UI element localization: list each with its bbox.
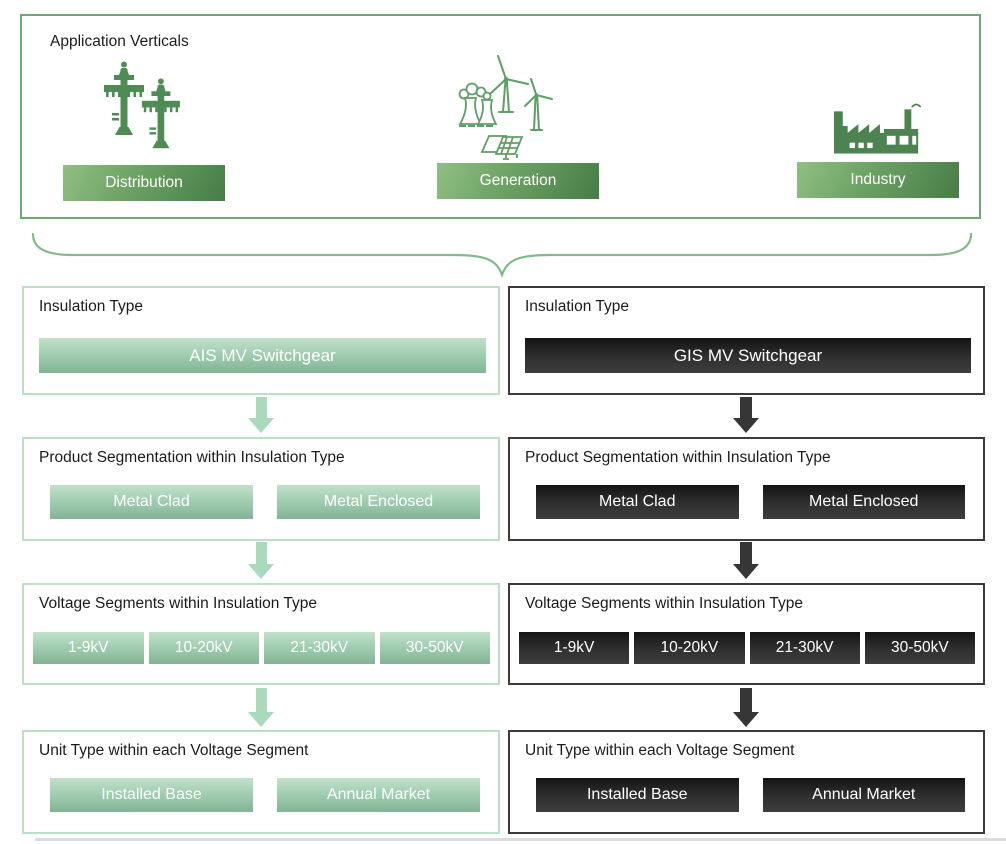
down-arrow-icon <box>733 397 759 433</box>
power-generation-icon <box>458 55 553 160</box>
gis-insulation-box: Insulation Type GIS MV Switchgear <box>508 286 985 395</box>
down-arrow-icon <box>733 542 759 579</box>
ais-voltage-1-9kv-button[interactable]: 1-9kV <box>33 632 144 664</box>
gis-product-segmentation-box: Product Segmentation within Insulation T… <box>508 437 985 541</box>
ais-product-segmentation-box: Product Segmentation within Insulation T… <box>22 437 500 541</box>
ais-unit-label: Unit Type within each Voltage Segment <box>39 742 309 759</box>
gis-voltage-21-30kv-button[interactable]: 21-30kV <box>749 632 860 664</box>
gis-installed-base-button[interactable]: Installed Base <box>536 778 739 812</box>
ais-installed-base-button[interactable]: Installed Base <box>50 778 253 812</box>
down-arrow-icon <box>248 688 274 727</box>
application-verticals-panel: Application Verticals <box>20 14 981 219</box>
ais-annual-market-button[interactable]: Annual Market <box>277 778 480 812</box>
brace-connector-icon <box>31 233 973 277</box>
down-arrow-icon <box>248 542 274 579</box>
ais-unit-type-box: Unit Type within each Voltage Segment In… <box>22 730 500 834</box>
ais-voltage-10-20kv-button[interactable]: 10-20kV <box>148 632 259 664</box>
down-arrow-icon <box>733 688 759 727</box>
gis-metal-enclosed-button[interactable]: Metal Enclosed <box>762 485 965 519</box>
gis-annual-market-button[interactable]: Annual Market <box>762 778 965 812</box>
ais-switchgear-bar[interactable]: AIS MV Switchgear <box>39 338 486 373</box>
panel-title: Application Verticals <box>50 33 189 50</box>
ais-voltage-30-50kv-button[interactable]: 30-50kV <box>379 632 490 664</box>
factory-icon <box>833 103 922 154</box>
bottom-divider <box>35 838 1006 841</box>
ais-voltage-21-30kv-button[interactable]: 21-30kV <box>264 632 375 664</box>
gis-insulation-label: Insulation Type <box>525 298 629 315</box>
ais-metal-clad-button[interactable]: Metal Clad <box>50 485 253 519</box>
gis-voltage-10-20kv-button[interactable]: 10-20kV <box>634 632 745 664</box>
ais-insulation-box: Insulation Type AIS MV Switchgear <box>22 286 500 395</box>
distribution-button[interactable]: Distribution <box>63 165 225 201</box>
generation-button[interactable]: Generation <box>437 163 599 199</box>
gis-voltage-segments-box: Voltage Segments within Insulation Type … <box>508 583 985 685</box>
utility-poles-icon <box>104 61 180 149</box>
gis-voltage-1-9kv-button[interactable]: 1-9kV <box>519 632 630 664</box>
down-arrow-icon <box>248 397 274 433</box>
ais-metal-enclosed-button[interactable]: Metal Enclosed <box>277 485 480 519</box>
gis-metal-clad-button[interactable]: Metal Clad <box>536 485 739 519</box>
ais-insulation-label: Insulation Type <box>39 298 143 315</box>
gis-voltage-label: Voltage Segments within Insulation Type <box>525 595 804 612</box>
ais-voltage-segments-box: Voltage Segments within Insulation Type … <box>22 583 500 685</box>
gis-product-label: Product Segmentation within Insulation T… <box>525 449 831 466</box>
industry-button[interactable]: Industry <box>797 162 959 198</box>
gis-unit-label: Unit Type within each Voltage Segment <box>525 742 795 759</box>
ais-voltage-label: Voltage Segments within Insulation Type <box>39 595 318 612</box>
ais-product-label: Product Segmentation within Insulation T… <box>39 449 345 466</box>
gis-voltage-30-50kv-button[interactable]: 30-50kV <box>864 632 975 664</box>
gis-switchgear-bar[interactable]: GIS MV Switchgear <box>525 338 971 373</box>
gis-unit-type-box: Unit Type within each Voltage Segment In… <box>508 730 985 834</box>
